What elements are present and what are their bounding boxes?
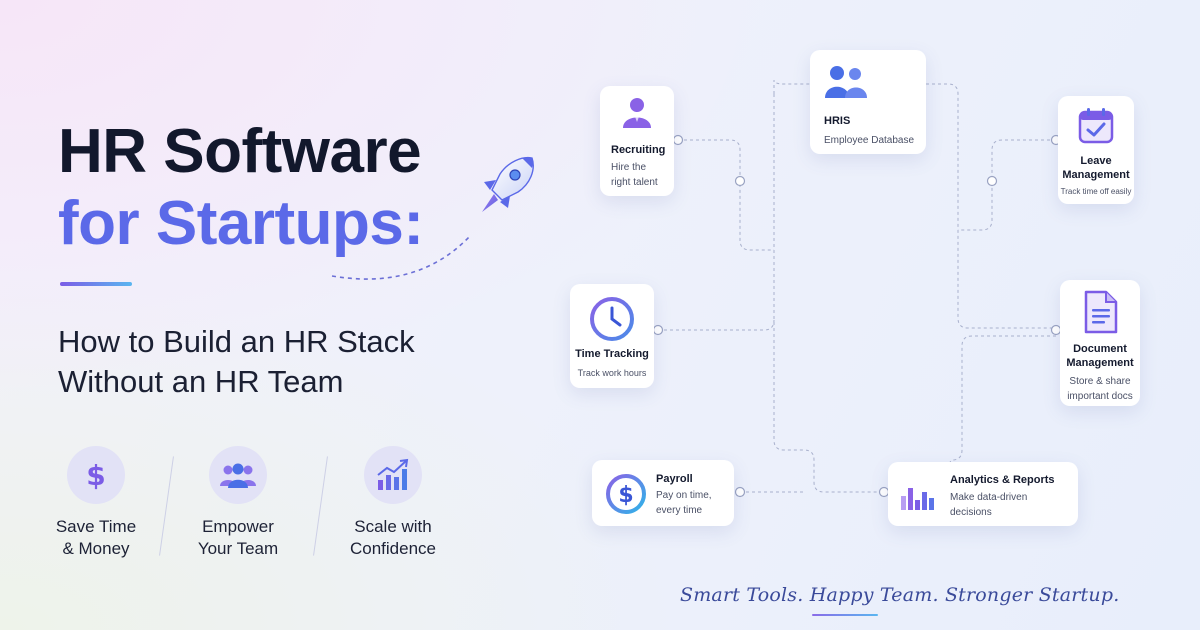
subtitle: How to Build an HR Stack Without an HR T… <box>58 322 415 402</box>
benefit-save-time: $ Save Time & Money <box>41 446 151 560</box>
bar-chart-icon <box>901 488 934 510</box>
card-title-line-1: Leave <box>1080 155 1112 167</box>
card-desc-line-2: every time <box>656 505 703 516</box>
benefit-label-line-1: Save Time <box>55 517 137 536</box>
benefit-label-line-2: & Money <box>62 539 130 558</box>
svg-text:$: $ <box>618 483 633 508</box>
benefit-empower: Empower Your Team <box>183 446 293 560</box>
card-desc: Employee Database <box>824 135 915 146</box>
card-title-line-2: Management <box>1062 169 1130 181</box>
growth-chart-icon <box>364 446 422 504</box>
card-time-tracking: Time Tracking Track work hours <box>570 284 654 388</box>
dollar-circle-icon: $ <box>606 474 646 514</box>
card-document-management: Document Management Store & share import… <box>1060 280 1140 406</box>
card-hris: HRIS Employee Database <box>810 50 926 154</box>
card-desc-line-2: important docs <box>1067 391 1133 402</box>
rocket-icon <box>482 156 534 212</box>
people-icon <box>825 66 867 98</box>
dollar-icon: $ <box>67 446 125 504</box>
card-title: Payroll <box>656 473 693 485</box>
card-title: Recruiting <box>611 144 666 156</box>
card-desc-line-1: Make data-driven <box>950 492 1028 503</box>
subtitle-line-2: Without an HR Team <box>58 364 344 399</box>
calendar-check-icon <box>1078 108 1114 144</box>
card-title: Analytics & Reports <box>950 474 1055 486</box>
card-desc: Track work hours <box>577 368 647 378</box>
benefit-label-line-2: Confidence <box>349 539 436 558</box>
headline-line-2: for Startups: <box>58 189 424 258</box>
document-icon <box>1084 290 1118 334</box>
card-payroll: $ Payroll Pay on time, every time <box>592 460 734 526</box>
tagline-underline <box>812 614 878 616</box>
svg-text:$: $ <box>86 459 105 492</box>
benefit-label-line-1: Scale with <box>354 517 432 536</box>
team-icon <box>209 446 267 504</box>
clock-icon <box>590 297 634 341</box>
benefit-label-line-1: Empower <box>202 517 274 536</box>
card-title-line-1: Document <box>1073 343 1127 355</box>
headline-line-1: HR Software <box>58 117 422 186</box>
benefit-scale: Scale with Confidence <box>338 446 448 560</box>
card-title: HRIS <box>824 115 851 127</box>
person-icon <box>623 98 651 128</box>
rocket-trail <box>331 235 471 280</box>
card-desc-line-2: decisions <box>950 507 992 518</box>
card-leave-management: Leave Management Track time off easily <box>1058 96 1134 204</box>
card-desc-line-1: Hire the <box>611 162 647 173</box>
subtitle-line-1: How to Build an HR Stack <box>58 324 415 359</box>
card-desc: Track time off easily <box>1060 187 1132 196</box>
card-title: Time Tracking <box>575 348 649 360</box>
card-recruiting: Recruiting Hire the right talent <box>600 86 674 196</box>
accent-divider <box>60 282 132 286</box>
card-analytics-reports: Analytics & Reports Make data-driven dec… <box>888 462 1078 526</box>
headline: HR Software for Startups: <box>58 116 424 260</box>
tagline: Smart Tools. Happy Team. Stronger Startu… <box>680 584 1120 606</box>
card-desc-line-2: right talent <box>611 177 658 188</box>
card-desc-line-1: Pay on time, <box>656 490 712 501</box>
card-desc-line-1: Store & share <box>1069 376 1131 387</box>
benefit-label-line-2: Your Team <box>197 539 279 558</box>
card-title-line-2: Management <box>1066 357 1134 369</box>
